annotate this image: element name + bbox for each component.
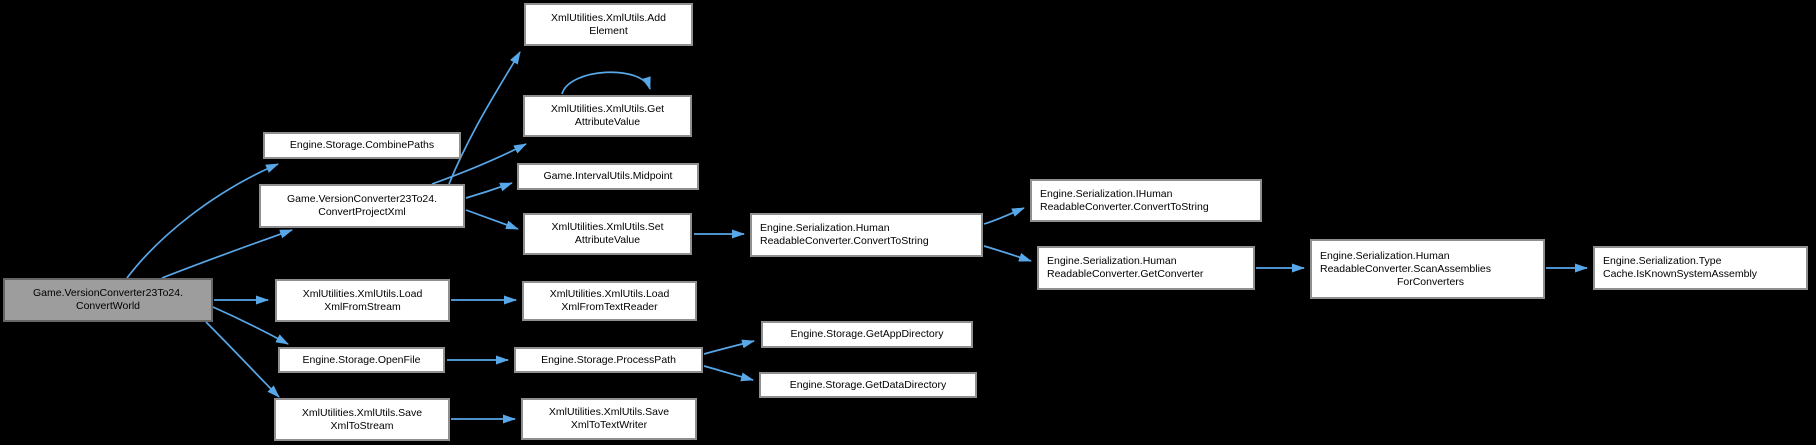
node-isknownsystemassembly[interactable]: Engine.Serialization.Type Cache.IsKnownS… bbox=[1593, 246, 1808, 290]
node-label-line: XmlToStream bbox=[330, 419, 394, 432]
node-label-line: Engine.Serialization.Human bbox=[1320, 249, 1450, 262]
node-convertworld[interactable]: Game.VersionConverter23To24. ConvertWorl… bbox=[3, 278, 213, 322]
node-label-line: Engine.Serialization.IHuman bbox=[1040, 187, 1173, 200]
node-label-line: ConvertWorld bbox=[76, 300, 140, 312]
node-label-line: Engine.Storage.OpenFile bbox=[302, 353, 421, 366]
edge-convertworld-openfile bbox=[212, 306, 289, 345]
node-getappdirectory[interactable]: Engine.Storage.GetAppDirectory bbox=[761, 321, 973, 348]
node-label-line: XmlUtilities.XmlUtils.Load bbox=[302, 287, 423, 300]
node-getconverter[interactable]: Engine.Serialization.Human ReadableConve… bbox=[1037, 246, 1255, 290]
node-label-line: XmlUtilities.XmlUtils.Save bbox=[548, 406, 670, 418]
edge-convertworld-combinepaths bbox=[126, 163, 279, 279]
node-label-line: Engine.Serialization.Human bbox=[760, 222, 890, 234]
edge-convertprojectxml-setattributevalue bbox=[465, 209, 519, 230]
node-label-line: ConvertProjectXml bbox=[318, 206, 406, 218]
edge-getattributevalue-self-loop bbox=[561, 71, 651, 95]
node-label-line: ReadableConverter.GetConverter bbox=[1047, 268, 1204, 280]
edge-convertprojectxml-midpoint bbox=[465, 182, 513, 199]
node-label-line: ForConverters bbox=[1396, 275, 1465, 288]
node-label-line: Element bbox=[589, 24, 628, 37]
edge-hrconverttostring-ihrconverttostring bbox=[983, 207, 1025, 225]
node-savexmltostream[interactable]: XmlUtilities.XmlUtils.Save XmlToStream bbox=[274, 398, 450, 441]
edge-convertprojectxml-addelement bbox=[448, 51, 521, 185]
edge-convertworld-convertprojectxml bbox=[161, 229, 293, 279]
node-label-line: Cache.IsKnownSystemAssembly bbox=[1603, 268, 1758, 280]
node-label-line: XmlUtilities.XmlUtils.Add bbox=[551, 11, 666, 24]
edge-processpath-getdatadirectory bbox=[703, 365, 754, 382]
node-combinepaths[interactable]: Engine.Storage.CombinePaths bbox=[263, 132, 461, 159]
node-convertprojectxml[interactable]: Game.VersionConverter23To24. ConvertProj… bbox=[259, 184, 465, 228]
node-label-line: XmlToTextWriter bbox=[570, 419, 648, 431]
node-label-line: AttributeValue bbox=[574, 116, 641, 128]
edge-convertprojectxml-getattributevalue bbox=[431, 143, 527, 185]
node-savexmltotextwriter[interactable]: XmlUtilities.XmlUtils.Save XmlToTextWrit… bbox=[521, 398, 697, 440]
node-label-line: Engine.Serialization.Human bbox=[1047, 255, 1177, 267]
node-midpoint[interactable]: Game.IntervalUtils.Midpoint bbox=[517, 163, 699, 190]
node-label-line: Engine.Storage.GetAppDirectory bbox=[790, 328, 944, 340]
edge-convertworld-savexmltostream bbox=[205, 321, 280, 398]
node-label-line: ReadableConverter.ConvertToString bbox=[1040, 200, 1209, 213]
node-getattributevalue[interactable]: XmlUtilities.XmlUtils.Get AttributeValue bbox=[523, 95, 692, 137]
node-label-line: XmlUtilities.XmlUtils.Get bbox=[550, 103, 665, 115]
node-label-line: ReadableConverter.ScanAssemblies bbox=[1320, 262, 1492, 275]
node-label-line: AttributeValue bbox=[574, 234, 641, 246]
edge-hrconverttostring-getconverter bbox=[983, 245, 1032, 262]
node-getdatadirectory[interactable]: Engine.Storage.GetDataDirectory bbox=[759, 372, 977, 398]
node-label-line: ReadableConverter.ConvertToString bbox=[760, 235, 929, 247]
edge-processpath-getappdirectory bbox=[703, 339, 755, 355]
node-label-line: Game.VersionConverter23To24. bbox=[33, 287, 183, 299]
node-label-line: XmlFromTextReader bbox=[561, 301, 658, 313]
node-label-line: Engine.Storage.GetDataDirectory bbox=[789, 378, 947, 391]
node-label-line: Game.IntervalUtils.Midpoint bbox=[543, 170, 673, 182]
node-label-line: XmlUtilities.XmlUtils.Load bbox=[549, 288, 670, 300]
node-label-line: Engine.Serialization.Type bbox=[1603, 255, 1722, 267]
node-processpath[interactable]: Engine.Storage.ProcessPath bbox=[514, 347, 703, 373]
node-label-line: XmlUtilities.XmlUtils.Save bbox=[301, 406, 423, 419]
node-scanassemblies[interactable]: Engine.Serialization.Human ReadableConve… bbox=[1310, 239, 1545, 299]
node-loadxmlfromtextreader[interactable]: XmlUtilities.XmlUtils.Load XmlFromTextRe… bbox=[522, 281, 697, 321]
node-addelement[interactable]: XmlUtilities.XmlUtils.Add Element bbox=[524, 3, 693, 46]
node-loadxmlfromstream[interactable]: XmlUtilities.XmlUtils.Load XmlFromStream bbox=[275, 279, 450, 322]
node-ihrconverttostring[interactable]: Engine.Serialization.IHuman ReadableConv… bbox=[1030, 179, 1262, 222]
node-openfile[interactable]: Engine.Storage.OpenFile bbox=[278, 347, 445, 373]
node-setattributevalue[interactable]: XmlUtilities.XmlUtils.Set AttributeValue bbox=[523, 213, 692, 255]
node-label-line: XmlUtilities.XmlUtils.Set bbox=[551, 221, 664, 233]
node-label-line: XmlFromStream bbox=[324, 300, 401, 313]
node-hrconverttostring[interactable]: Engine.Serialization.Human ReadableConve… bbox=[750, 213, 983, 257]
node-label-line: Engine.Storage.ProcessPath bbox=[541, 353, 676, 366]
node-label-line: Engine.Storage.CombinePaths bbox=[289, 139, 435, 151]
node-label-line: Game.VersionConverter23To24. bbox=[287, 193, 437, 205]
